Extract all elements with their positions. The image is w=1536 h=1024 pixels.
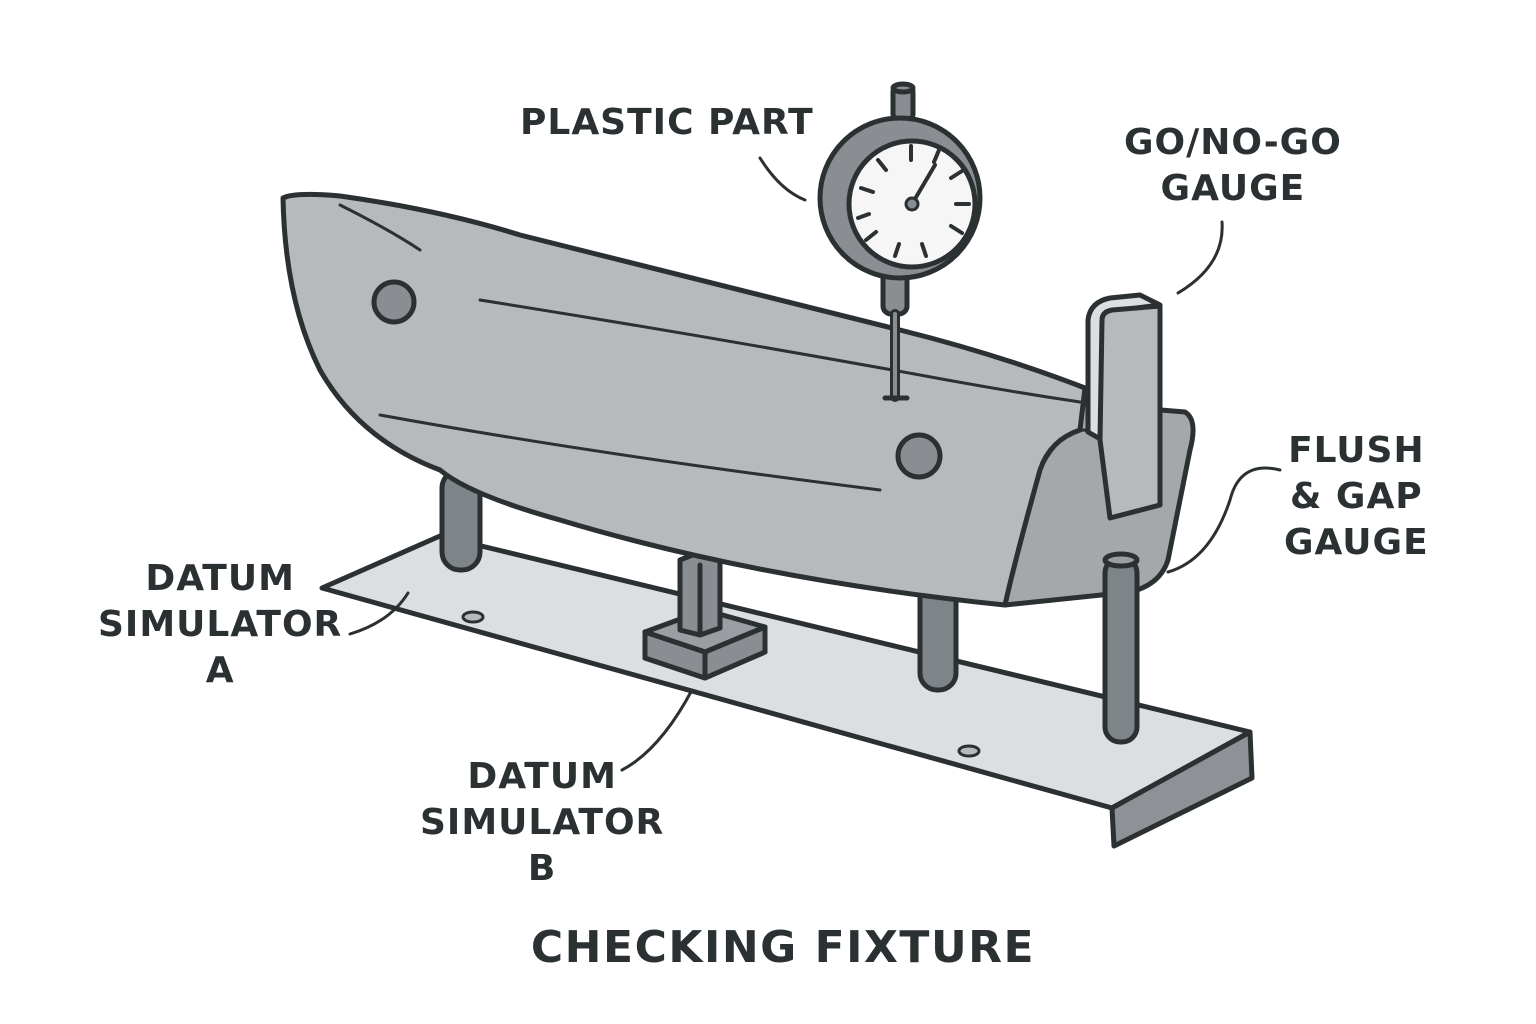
leader-go-no-go (1176, 220, 1224, 295)
datum-simulator-b-block (642, 549, 768, 681)
label-plastic-part: PLASTIC PART (520, 102, 814, 143)
diagram-title: CHECKING FIXTURE (530, 922, 1036, 973)
leader-datum-a (348, 591, 410, 636)
go-no-go-gauge (1085, 292, 1163, 521)
label-go-no-go-gauge: GO/NO-GO GAUGE (1124, 122, 1342, 209)
leader-lines (348, 156, 1282, 772)
dial-indicator (817, 81, 983, 402)
label-flush-gap-gauge: FLUSH & GAP GAUGE (1284, 430, 1429, 563)
flush-gap-gauge-pin (1102, 551, 1140, 745)
part-hole (371, 279, 417, 325)
leader-plastic-part (758, 156, 807, 202)
label-datum-simulator-a: DATUM SIMULATOR A (98, 558, 343, 691)
base-hole (957, 744, 981, 758)
base-hole (461, 610, 485, 624)
base-plate-front-edge (1109, 729, 1255, 849)
base-plate (319, 533, 1255, 849)
plastic-part (280, 191, 1088, 608)
leader-flush-gap (1166, 466, 1282, 574)
dial-needle (910, 163, 937, 206)
leader-datum-b (620, 688, 694, 772)
part-hole (895, 432, 943, 480)
label-datum-simulator-b: DATUM SIMULATOR B (420, 756, 665, 889)
